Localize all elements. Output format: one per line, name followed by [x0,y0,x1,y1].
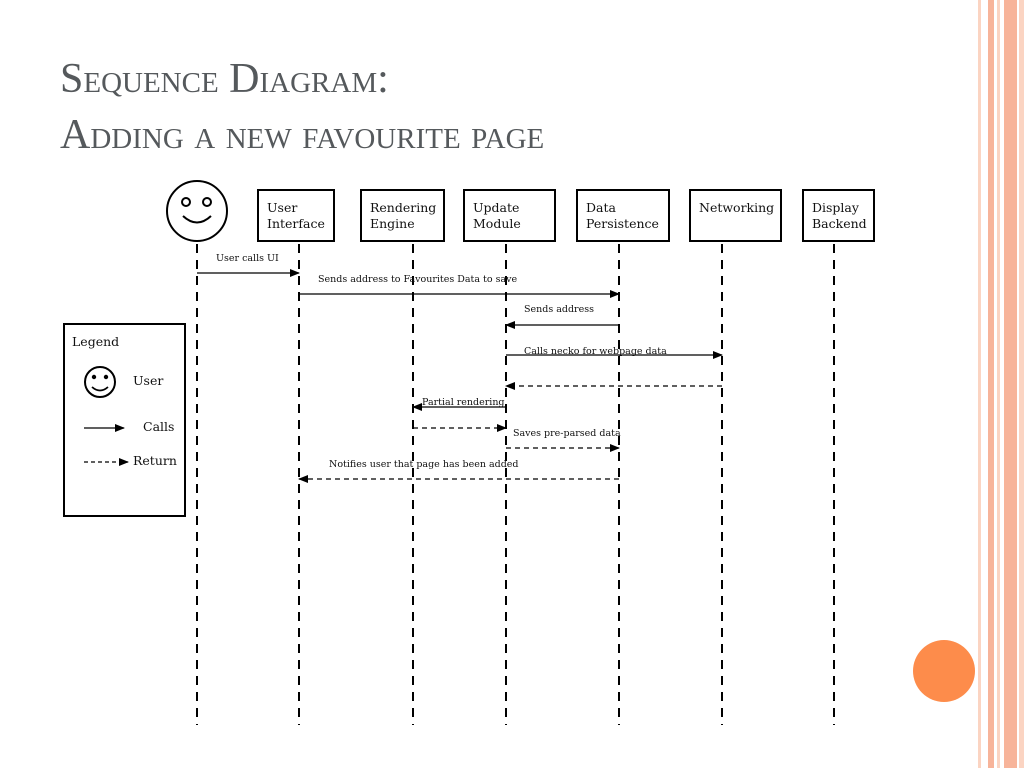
decorative-stripe [1019,0,1024,768]
legend-smiley-icon [84,366,116,398]
message-partial-rendering: Partial rendering [412,397,506,411]
participant-label: Display [812,200,860,215]
message-saves-pre-parsed-data: Saves pre-parsed data [506,428,621,452]
participant-label: Rendering [370,200,436,215]
participant-label: Data [586,200,616,215]
legend-return-label: Return [133,453,177,468]
message-sends-address-to-favourites: Sends address to Favourites Data to save [299,274,620,298]
message-user-calls-ui: User calls UI [197,253,300,277]
participant-label: Update [473,200,519,215]
slide-title-line-1: Sequence Diagram: [60,56,389,102]
participant-user-interface: User Interface [257,189,335,242]
participant-networking: Networking [689,189,782,242]
participant-label: Engine [370,216,415,231]
participant-data-persistence: Data Persistence [576,189,670,242]
sequence-diagram: User Interface Rendering Engine Update M… [63,180,875,725]
legend-title: Legend [72,334,119,349]
participant-label: Interface [267,216,325,231]
participant-label: User [267,200,297,215]
message-label: Notifies user that page has been added [329,459,519,470]
message-notifies-user: Notifies user that page has been added [298,459,619,483]
message-label: Sends address to Favourites Data to save [318,274,518,285]
legend-calls-label: Calls [143,419,174,434]
participant-label: Persistence [586,216,659,231]
participant-label: Backend [812,216,867,231]
message-label: Sends address [524,304,594,315]
decorative-stripe [997,0,1000,768]
decorative-orange-circle [913,640,975,702]
participant-update-module: Update Module [463,189,556,242]
message-sends-address: Sends address [505,304,619,329]
decorative-stripe [988,0,994,768]
message-label: Calls necko for webpage data [524,346,667,357]
participant-display-backend: Display Backend [802,189,875,242]
decorative-stripe [1004,0,1017,768]
legend-user-label: User [133,373,163,388]
participant-label: Module [473,216,521,231]
smiley-face-icon [166,180,228,242]
message-label: Saves pre-parsed data [513,428,621,439]
participant-label: Networking [699,200,774,215]
message-calls-necko: Calls necko for webpage data [506,346,723,359]
slide-title-line-2: Adding a new favourite page [60,112,545,158]
participant-rendering-engine: Rendering Engine [360,189,445,242]
decorative-stripe [978,0,981,768]
message-label: Partial rendering [422,397,505,408]
legend: Legend User Calls Return [63,323,186,517]
message-label: User calls UI [216,253,279,264]
